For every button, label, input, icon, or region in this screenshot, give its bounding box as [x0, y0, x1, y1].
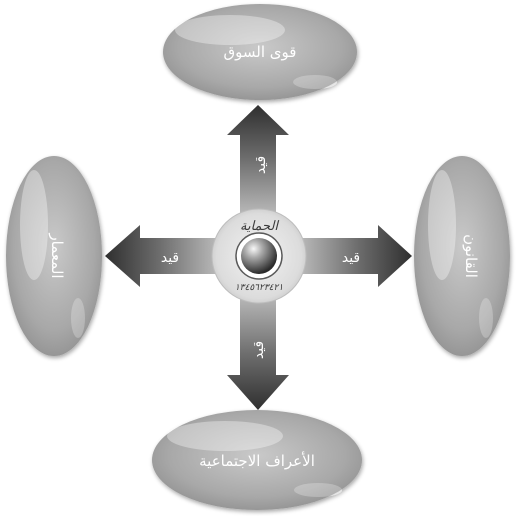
- node-top-label: قوى السوق: [224, 43, 297, 61]
- hub-top-label: الحماية: [240, 219, 279, 234]
- hub: الحماية ١٣٤٥٦٢٣٤٢١: [211, 208, 307, 304]
- arrow-right: [290, 225, 412, 287]
- arrow-left-label: قيد: [161, 250, 179, 266]
- node-left: المعمار: [6, 156, 102, 356]
- node-bottom-label: الأعراف الاجتماعية: [199, 451, 315, 470]
- arrow-down: [227, 285, 289, 410]
- node-top: قوى السوق: [163, 4, 357, 100]
- arrow-down-label: قيد: [251, 341, 267, 359]
- arrow-up: [227, 105, 289, 225]
- node-bottom: الأعراف الاجتماعية: [152, 410, 362, 510]
- node-right: القانون: [414, 156, 510, 356]
- node-left-label: المعمار: [48, 232, 66, 278]
- arrow-right-label: قيد: [342, 250, 360, 266]
- arrow-left: [105, 225, 228, 287]
- hub-bottom-label: ١٣٤٥٦٢٣٤٢١: [235, 283, 283, 293]
- hub-ball: [241, 238, 277, 274]
- arrow-up-label: قيد: [253, 156, 269, 174]
- node-right-label: القانون: [462, 234, 480, 278]
